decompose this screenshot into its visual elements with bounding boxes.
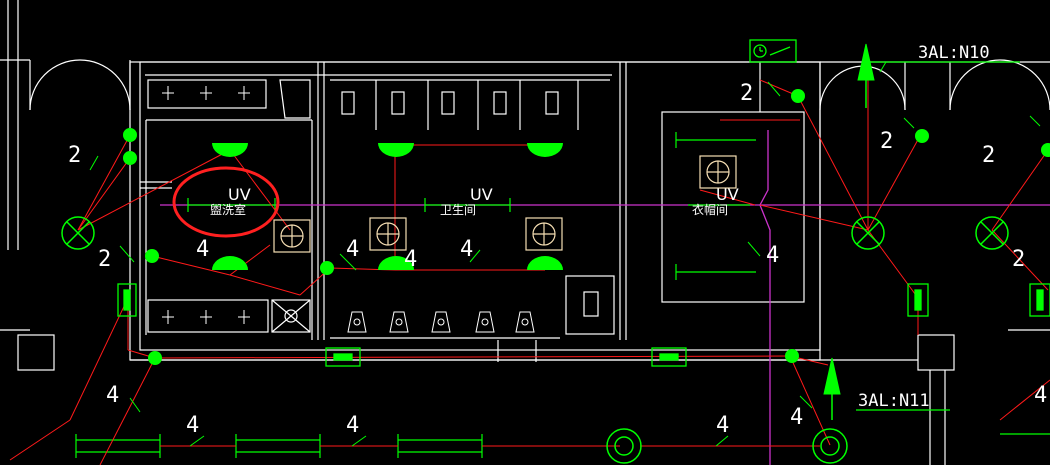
wire-count-label: 2 [740, 81, 753, 106]
emergency-lights [117, 39, 1050, 367]
sconce-icon [61, 216, 95, 250]
wire-count-label: 4 [460, 237, 473, 262]
switch-icon [123, 151, 137, 165]
annotations: UV 盥洗室 UV 卫生间 UV 衣帽间 3AL:N10 3AL:N11 2 2… [68, 43, 1047, 438]
switch-icon [1041, 143, 1050, 157]
uv-label-cloakroom: UV [716, 185, 739, 204]
timer-switch-icon [749, 39, 797, 63]
arrow-icon [823, 357, 841, 420]
switches [123, 89, 1050, 365]
arrow-icon [857, 43, 875, 108]
exhaust-fan-icon [369, 217, 407, 251]
uv-label-toilet: UV [470, 185, 493, 204]
fixture-lines [75, 61, 1050, 458]
ceiling-lamp-icon [378, 256, 414, 270]
wire-count-label: 4 [186, 413, 199, 438]
switch-icon [320, 261, 334, 275]
room-label-toilet: 卫生间 [440, 203, 476, 217]
exhaust-fan-icon [699, 155, 737, 189]
switch-icon [145, 249, 159, 263]
room-label-cloakroom: 衣帽间 [692, 202, 728, 217]
room-label-washroom: 盥洗室 [210, 202, 246, 217]
exit-sign-icon [325, 347, 361, 367]
exhaust-fan-icon [273, 219, 311, 253]
switch-icon [915, 129, 929, 143]
urinals [347, 311, 535, 333]
wire-ticks [89, 61, 1041, 447]
switch-icon [123, 128, 137, 142]
wire-count-label: 4 [766, 243, 779, 268]
wire-count-label: 2 [880, 129, 893, 154]
switch-icon [791, 89, 805, 103]
arrows [823, 43, 875, 420]
highlight-circle [172, 166, 280, 238]
downlight-icon [812, 428, 848, 464]
wire-count-label: 4 [346, 237, 359, 262]
exhaust-fans [273, 155, 737, 253]
counter-fixtures [162, 86, 250, 324]
emergency-light-icon [907, 283, 929, 317]
switch-icon [148, 351, 162, 365]
wire-count-label: 4 [346, 413, 359, 438]
ceiling-lamps [212, 143, 563, 270]
emergency-light-icon [1029, 283, 1050, 317]
wire-count-label: 2 [982, 143, 995, 168]
wire-count-label: 2 [68, 143, 81, 168]
wire-count-label: 4 [716, 413, 729, 438]
wire-count-label: 4 [404, 247, 417, 272]
wire-count-label: 2 [98, 247, 111, 272]
wire-count-label: 4 [106, 383, 119, 408]
circuit-label-n10: 3AL:N10 [918, 43, 990, 63]
ceiling-lamp-icon [527, 256, 563, 270]
sconce-icon [851, 216, 885, 250]
sconce-icon [975, 216, 1009, 250]
wire-count-label: 4 [790, 405, 803, 430]
downlight-icon [606, 428, 642, 464]
exhaust-fan-icon [525, 217, 563, 251]
wire-count-label: 4 [1034, 383, 1047, 408]
uv-label-washroom: UV [228, 185, 251, 204]
sconces [61, 216, 1009, 250]
wire-count-label: 4 [196, 237, 209, 262]
ceiling-lamp-icon [212, 256, 248, 270]
wire-count-label: 2 [1012, 247, 1025, 272]
emergency-light-icon [117, 283, 137, 317]
switch-icon [785, 349, 799, 363]
ceiling-lamp-icon [527, 143, 563, 157]
downlights [606, 428, 848, 464]
ceiling-lamp-icon [378, 143, 414, 157]
circuit-label-n11: 3AL:N11 [858, 391, 930, 411]
ceiling-lamp-icon [212, 143, 248, 157]
exit-sign-icon [651, 347, 687, 367]
